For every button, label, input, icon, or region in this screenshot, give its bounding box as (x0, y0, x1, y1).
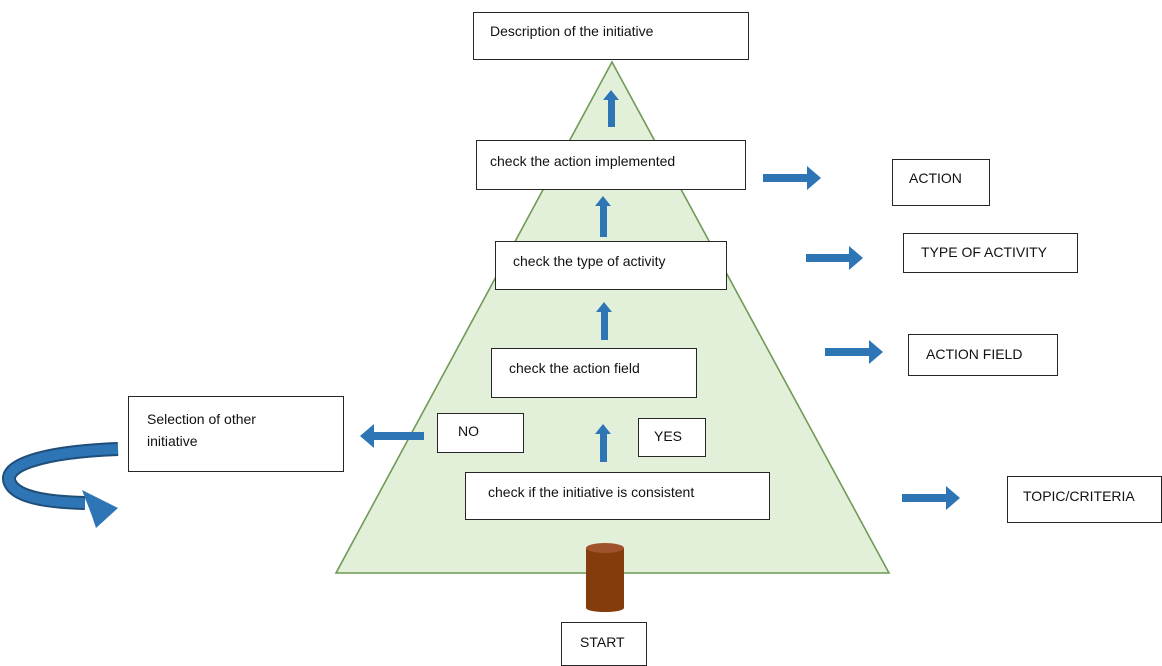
loop-arrow-icon (2, 442, 119, 528)
check-action-implemented-label: check the action implemented (490, 153, 676, 169)
arrow-right-icon (902, 486, 960, 510)
check-type-of-activity-label: check the type of activity (513, 253, 666, 269)
selection-other-initiative-box: Selection of other initiative (128, 396, 344, 472)
description-box: Description of the initiative (473, 12, 749, 60)
action-output-box: ACTION (892, 159, 990, 206)
no-label: NO (458, 423, 479, 439)
arrow-up-icon (595, 196, 611, 237)
type-of-activity-output-label: TYPE OF ACTIVITY (921, 244, 1048, 260)
check-action-field-box: check the action field (491, 348, 697, 398)
topic-criteria-output-box: TOPIC/CRITERIA (1007, 476, 1162, 523)
check-initiative-consistent-box: check if the initiative is consistent (465, 472, 770, 520)
arrow-left-icon (360, 424, 424, 448)
arrow-right-icon (763, 166, 821, 190)
action-field-output-box: ACTION FIELD (908, 334, 1058, 376)
yes-box: YES (638, 418, 706, 457)
arrow-up-icon (603, 90, 619, 127)
arrow-up-icon (596, 302, 612, 340)
no-box: NO (437, 413, 524, 453)
type-of-activity-output-box: TYPE OF ACTIVITY (903, 233, 1078, 273)
action-output-label: ACTION (909, 170, 962, 186)
tree-trunk-icon (586, 543, 624, 612)
start-label: START (580, 634, 625, 650)
check-action-field-label: check the action field (509, 360, 640, 376)
check-initiative-consistent-label: check if the initiative is consistent (488, 484, 695, 500)
arrow-right-icon (806, 246, 863, 270)
action-field-output-label: ACTION FIELD (926, 346, 1023, 362)
arrow-up-icon (595, 424, 611, 462)
arrow-right-icon (825, 340, 883, 364)
selection-other-initiative-label: Selection of other initiative (147, 411, 256, 449)
check-action-implemented-box: check the action implemented (476, 140, 746, 190)
check-type-of-activity-box: check the type of activity (495, 241, 727, 290)
topic-criteria-output-label: TOPIC/CRITERIA (1023, 488, 1135, 504)
description-label: Description of the initiative (490, 23, 654, 39)
yes-label: YES (654, 428, 683, 444)
start-box: START (561, 622, 647, 666)
